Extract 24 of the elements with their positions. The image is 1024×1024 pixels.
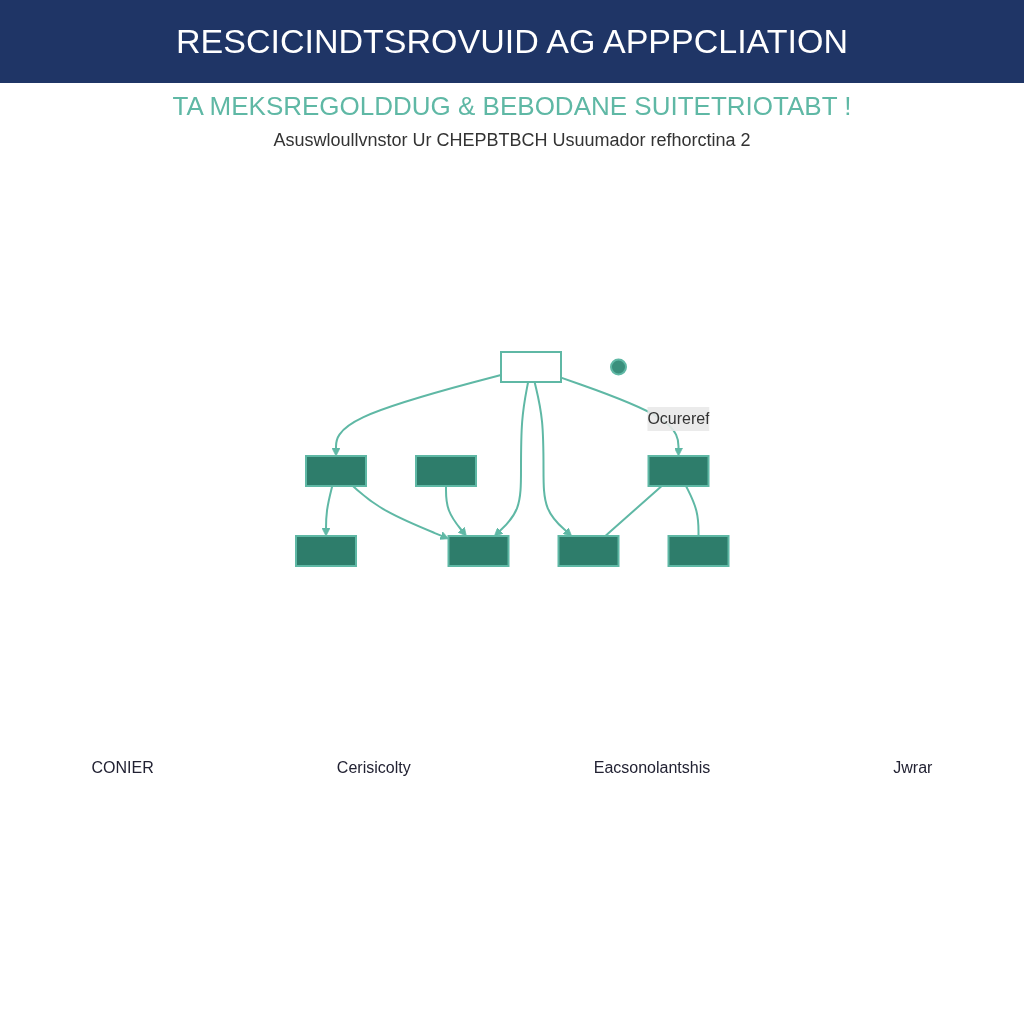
arrow [321, 485, 333, 537]
caption-text: Eacsonolantshis [593, 759, 711, 777]
arrow [444, 485, 467, 537]
caption-text: CONIER [91, 759, 154, 777]
edge-label: Ocureref [647, 410, 710, 427]
arrow [493, 381, 529, 537]
arrow [351, 485, 449, 540]
arrow [533, 381, 572, 537]
connector [684, 485, 700, 537]
connector [604, 485, 663, 537]
node-box [647, 455, 710, 487]
node-box [557, 535, 620, 567]
caption-text: Cerisicolty [336, 759, 411, 777]
title: RESCICINDTSROVUID AG APPPCLIATION [0, 0, 1024, 83]
node-box [447, 535, 510, 567]
caption-text: Jwrar [893, 759, 933, 777]
node-box [499, 351, 562, 383]
node-box [414, 455, 477, 487]
node-box [667, 535, 730, 567]
node-box [304, 455, 367, 487]
subtitle: TA MEKSREGOLDDUG & BEBODANE SUITETRIOTABT ! [171, 91, 853, 122]
node-box [294, 535, 357, 567]
tagline: Asuswloullvnstor Ur CHEPBTBCH Usuumador refhorctina 2 [272, 130, 752, 151]
node-circle [609, 358, 627, 376]
